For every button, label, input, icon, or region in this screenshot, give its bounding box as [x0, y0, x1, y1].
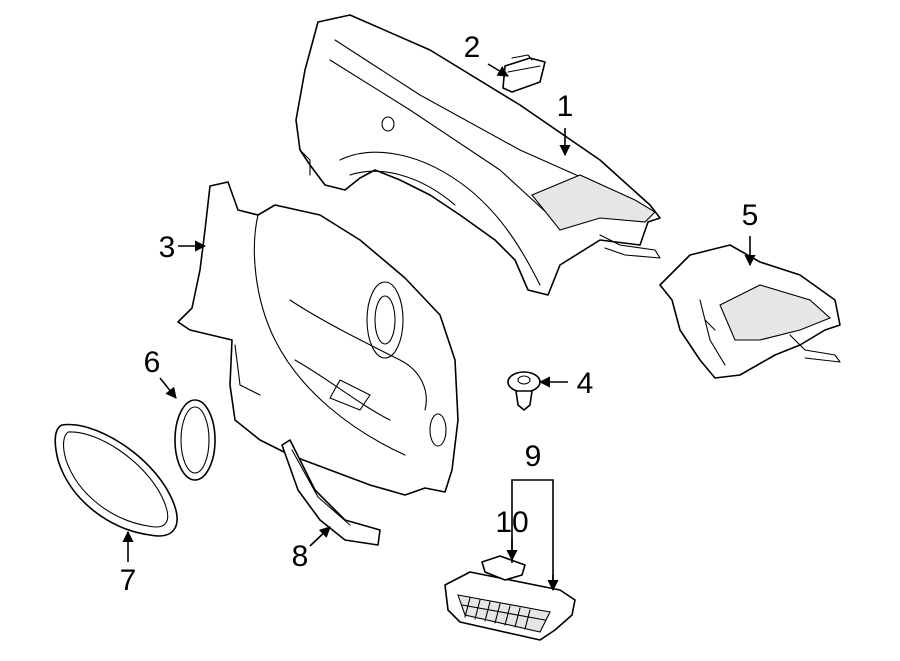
- callout-5: 5: [742, 199, 759, 232]
- callout-3: 3: [159, 231, 176, 264]
- leader-8: [309, 526, 331, 547]
- callout-6: 6: [144, 346, 161, 379]
- leader-2: [487, 63, 509, 77]
- callout-7: 7: [120, 564, 137, 597]
- callout-9: 9: [525, 440, 542, 473]
- callout-8: 8: [292, 540, 309, 573]
- callout-10: 10: [495, 506, 528, 539]
- part-10-clip: [481, 555, 526, 581]
- part-4-push-pin: [507, 371, 541, 411]
- part-3-liner: [177, 181, 459, 496]
- part-6-ring: [174, 399, 216, 481]
- part-7-oval-lens: [54, 423, 178, 537]
- part-2-clip: [502, 54, 546, 93]
- callout-1: 1: [557, 90, 574, 123]
- part-1-fender: [295, 14, 661, 296]
- callout-4: 4: [577, 367, 594, 400]
- leader-lines: [122, 63, 756, 592]
- leader-9: [511, 479, 554, 585]
- callout-labels: 1 2 3 4 5 6 7 8 9 10: [120, 31, 759, 597]
- part-8-trim-strip: [281, 439, 381, 546]
- part-9-vent-grille: [444, 571, 576, 641]
- leader-6: [159, 377, 177, 399]
- callout-2: 2: [464, 31, 481, 64]
- part-5-splash-shield: [659, 244, 841, 379]
